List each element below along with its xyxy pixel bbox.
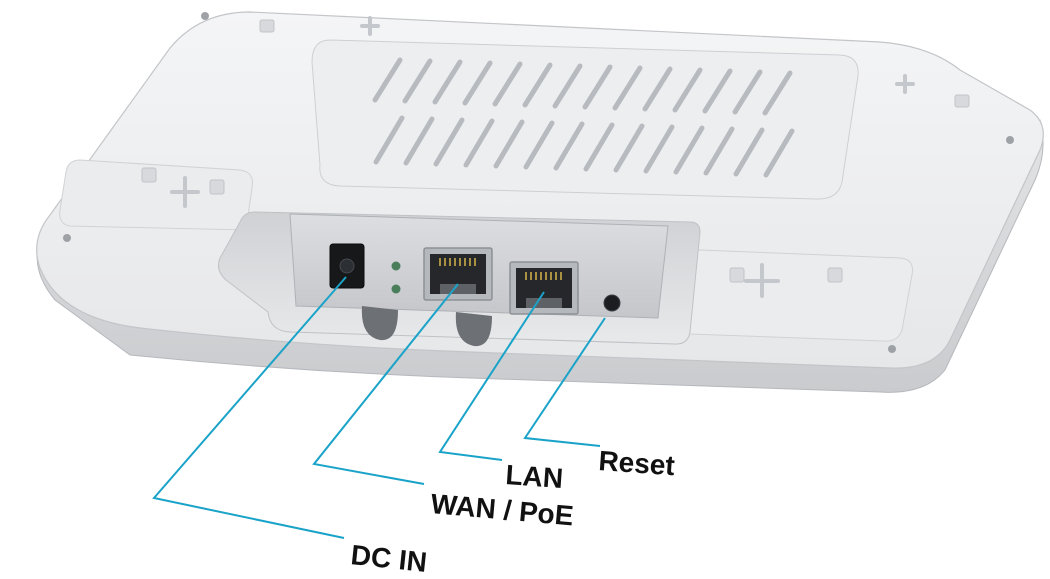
vent-slots — [372, 57, 795, 178]
cable-notch-left — [361, 306, 398, 341]
status-led-top — [391, 261, 401, 271]
reset-button-hole — [603, 294, 621, 312]
label-dc-in: DC IN — [349, 539, 428, 578]
vent-plate — [311, 39, 859, 200]
access-point-device — [36, 11, 1044, 393]
wan-poe-port — [423, 247, 493, 301]
leader-lines — [152, 276, 606, 539]
leader-line-lan — [438, 291, 545, 461]
lan-port — [509, 261, 579, 315]
cable-notch-right — [455, 312, 492, 347]
label-wan-poe: WAN / PoE — [429, 488, 574, 531]
screw-holes — [63, 12, 1014, 353]
status-led-bottom — [391, 284, 401, 294]
port-labels: Reset LAN WAN / PoE DC IN — [349, 445, 675, 578]
mount-pad-left — [59, 159, 253, 231]
leader-line-wan-poe — [312, 283, 459, 485]
mount-cross-marks — [170, 16, 915, 298]
leader-line-reset — [523, 317, 606, 447]
mount-slots — [141, 19, 970, 283]
label-reset: Reset — [598, 445, 676, 481]
leader-line-dc-in — [152, 276, 347, 539]
label-lan: LAN — [505, 459, 565, 494]
mount-pad-right — [677, 249, 913, 342]
